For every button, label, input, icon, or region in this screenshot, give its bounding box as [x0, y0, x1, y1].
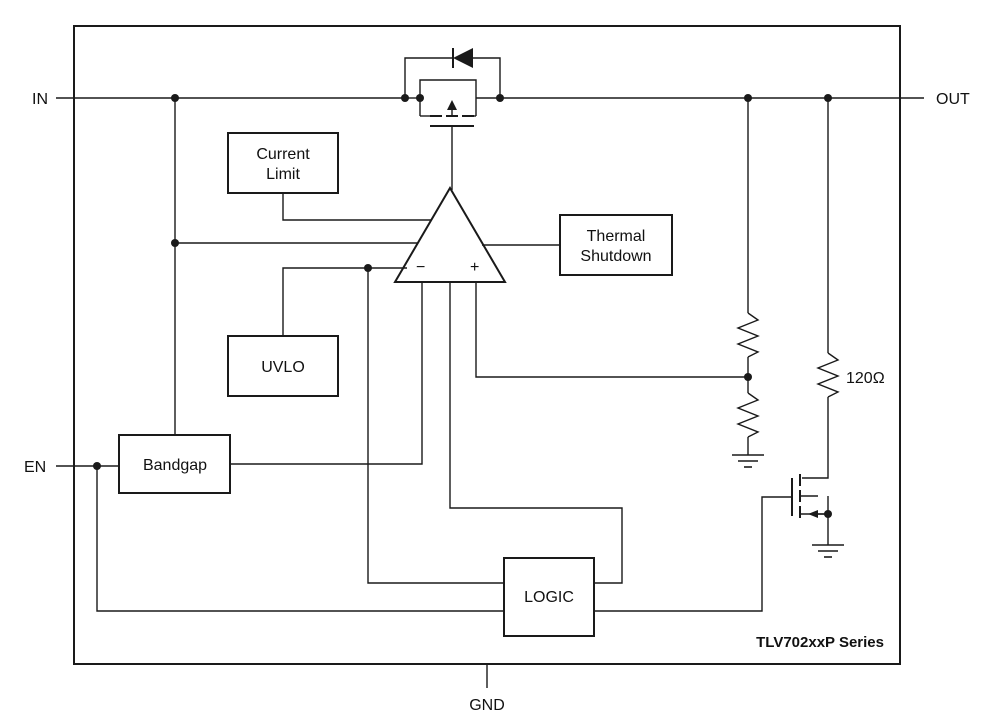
pin-en-label: EN: [24, 459, 46, 476]
junction-dot: [824, 510, 832, 518]
package-outline: [73, 25, 901, 665]
current-limit-label-line2: Limit: [266, 166, 300, 183]
junction-dot: [416, 94, 424, 102]
error-amplifier: [393, 186, 507, 283]
pin-in-label: IN: [32, 91, 48, 108]
thermal-shutdown-label-line2: Shutdown: [580, 248, 651, 265]
bandgap-label: Bandgap: [143, 457, 207, 474]
feedback-divider: [736, 98, 760, 455]
current-limit-label-line1: Current: [256, 146, 310, 163]
pass-transistor: [404, 48, 501, 190]
junction-dot: [496, 94, 504, 102]
opamp-minus-sign: −: [416, 259, 425, 276]
current-limit-block: [227, 132, 339, 194]
thermal-shutdown-label-line1: Thermal: [587, 228, 646, 245]
ground-symbol: [812, 544, 844, 558]
bandgap-block: [118, 434, 231, 494]
logic-block: [503, 557, 595, 637]
junction-dot: [401, 94, 409, 102]
pin-gnd-label: GND: [469, 697, 505, 714]
logic-label: LOGIC: [524, 589, 574, 606]
active-discharge: [594, 98, 840, 612]
ground-symbol: [732, 454, 764, 468]
uvlo-block: [227, 335, 339, 397]
series-label: TLV702xxP Series: [756, 634, 884, 651]
uvlo-label: UVLO: [261, 359, 305, 376]
discharge-resistor-label: 120Ω: [846, 370, 885, 387]
pin-out-label: OUT: [936, 91, 970, 108]
opamp-plus-sign: +: [470, 259, 479, 276]
thermal-shutdown-block: [559, 214, 673, 276]
body-diode: [453, 48, 473, 68]
